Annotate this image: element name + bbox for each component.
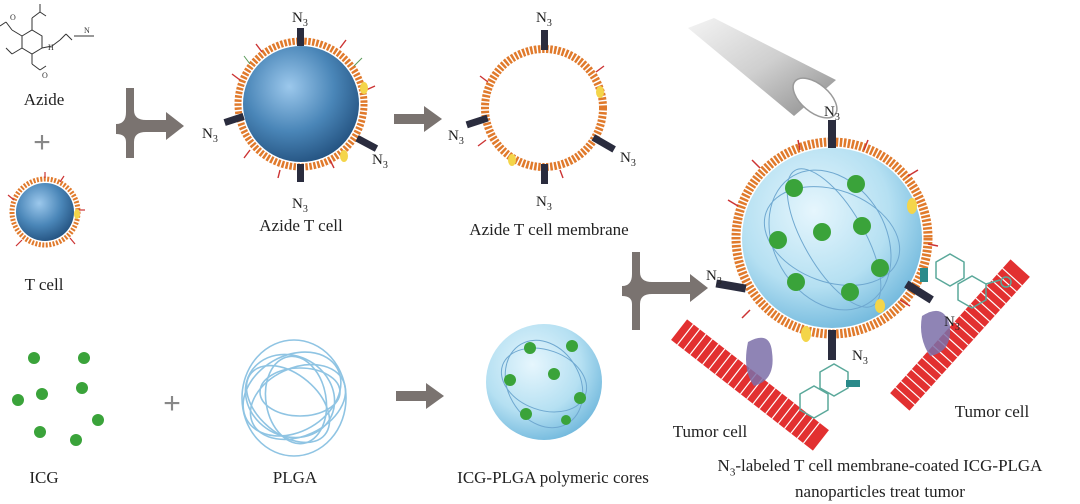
azide-t-cell bbox=[223, 28, 379, 182]
nanoparticle-big bbox=[715, 120, 939, 360]
label-azide-t-cell: Azide T cell bbox=[259, 216, 343, 235]
merge-arrow-1 bbox=[116, 88, 184, 158]
label-t-cell: T cell bbox=[24, 275, 64, 294]
caption-n-sub: 3 bbox=[729, 466, 736, 479]
tumor-receptor-right bbox=[921, 310, 951, 356]
svg-text:N: N bbox=[84, 26, 90, 35]
arrow-2-shaft bbox=[394, 114, 424, 124]
label-tumor-cell-right: Tumor cell bbox=[954, 402, 1030, 421]
n3-label-membrane-left: N3 bbox=[448, 128, 464, 147]
svg-text:O: O bbox=[10, 13, 16, 22]
caption-main: N3-labeled T cell membrane-coated ICG-PL… bbox=[680, 456, 1080, 502]
n3-label-azide-left: N3 bbox=[202, 126, 218, 145]
merge-arrow-2 bbox=[622, 252, 708, 330]
n3-label-azide-bottom: N3 bbox=[292, 196, 308, 215]
n3-label-np-bottom: N3 bbox=[852, 348, 868, 367]
svg-text:O: O bbox=[42, 71, 48, 80]
light-cone bbox=[688, 18, 838, 119]
plus-sign-top: + bbox=[33, 126, 51, 159]
linker-structure-bottom bbox=[799, 363, 860, 419]
plus-sign-bottom: + bbox=[163, 387, 181, 420]
n3-label-membrane-top: N3 bbox=[536, 10, 552, 29]
svg-text:H: H bbox=[48, 43, 54, 52]
tumor-receptor-left bbox=[746, 337, 773, 386]
caption-line-2: nanoparticles treat tumor bbox=[795, 482, 965, 502]
label-tumor-cell-left: Tumor cell bbox=[672, 422, 748, 441]
arrow-3-shaft bbox=[396, 391, 426, 401]
label-azide: Azide bbox=[23, 90, 65, 109]
n3-label-membrane-right: N3 bbox=[620, 150, 636, 169]
arrow-2-head bbox=[424, 106, 442, 132]
n3-label-np-left: N3 bbox=[706, 268, 722, 287]
azide-t-cell-membrane bbox=[465, 30, 616, 184]
caption-line-1: N3-labeled T cell membrane-coated ICG-PL… bbox=[680, 456, 1080, 482]
caption-line-1-text: -labeled T cell membrane-coated ICG-PLGA bbox=[735, 456, 1043, 475]
azide-molecule-structure: O H O N bbox=[0, 4, 94, 80]
icg-plga-core bbox=[486, 324, 602, 440]
caption-n: N bbox=[717, 456, 730, 475]
plga-polymer-tangle bbox=[241, 339, 347, 457]
label-icg: ICG bbox=[29, 468, 59, 487]
label-azide-t-cell-membrane: Azide T cell membrane bbox=[469, 220, 629, 239]
label-plga: PLGA bbox=[272, 468, 318, 487]
n3-label-membrane-bottom: N3 bbox=[536, 194, 552, 213]
n3-label-azide-top: N3 bbox=[292, 10, 308, 29]
arrow-3-head bbox=[426, 383, 444, 409]
icg-dots bbox=[12, 352, 104, 446]
label-icg-plga-cores: ICG-PLGA polymeric cores bbox=[457, 468, 649, 487]
t-cell-small bbox=[7, 172, 85, 248]
tumor-cell-right-rod bbox=[890, 259, 1030, 411]
n3-label-azide-right: N3 bbox=[372, 152, 388, 171]
linker-structure-right bbox=[920, 253, 1012, 309]
